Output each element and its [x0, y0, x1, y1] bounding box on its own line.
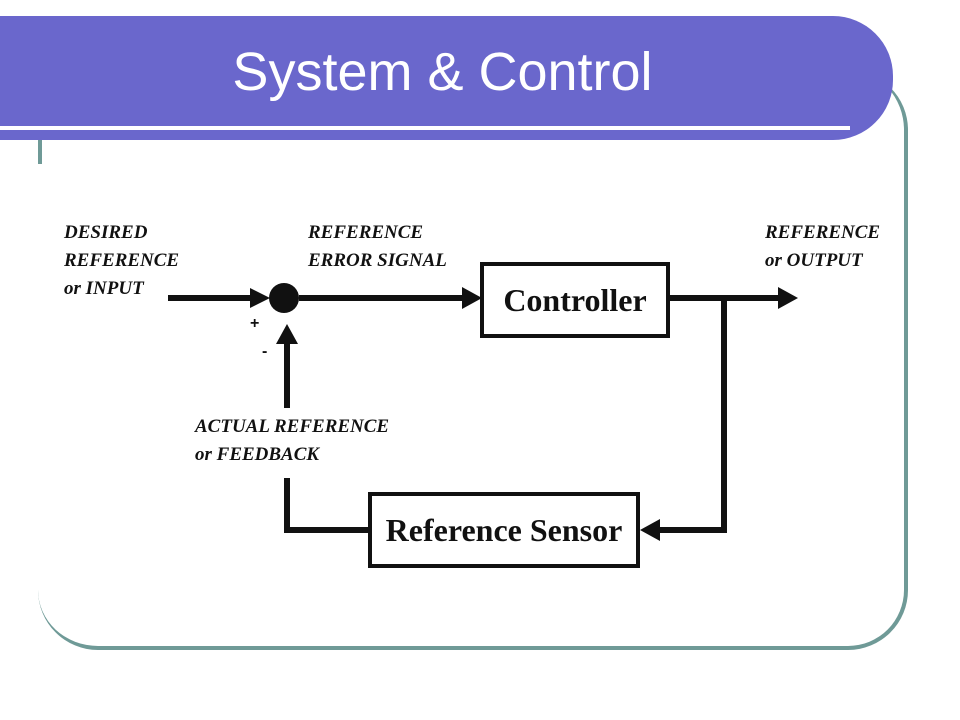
slide-frame	[38, 70, 908, 650]
slide-frame-edge	[38, 140, 42, 164]
input-arrowhead	[250, 288, 270, 308]
summing-junction	[269, 283, 299, 313]
feedback-takeoff-line	[656, 298, 727, 533]
reference-sensor-label: Reference Sensor	[386, 512, 623, 548]
error-signal-arrowhead	[462, 287, 482, 309]
title-underline	[0, 126, 850, 130]
slide-title: System & Control	[232, 42, 653, 102]
reference-sensor-block	[368, 492, 640, 568]
output-arrowhead	[778, 287, 798, 309]
feedback-arrowhead	[276, 324, 298, 344]
feedback-return-line	[284, 478, 370, 533]
output-label: REFERENCE or OUTPUT	[764, 222, 885, 271]
title-bar	[0, 16, 893, 140]
feedback-label: ACTUAL REFERENCE or FEEDBACK	[194, 416, 394, 465]
minus-sign: -	[262, 343, 267, 360]
plus-sign: +	[250, 315, 259, 332]
controller-label: Controller	[503, 282, 646, 318]
sensor-input-arrowhead	[640, 519, 660, 541]
input-label: DESIRED REFERENCE or INPUT	[63, 222, 184, 299]
error-signal-label: REFERENCE ERROR SIGNAL	[307, 222, 447, 271]
